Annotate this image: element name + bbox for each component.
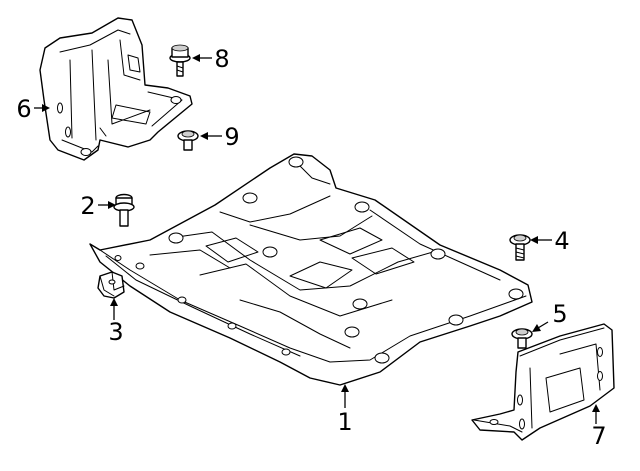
part-8-bolt bbox=[169, 44, 191, 77]
part-4-bolt bbox=[509, 234, 531, 261]
callout-6: 6 bbox=[16, 95, 31, 123]
part-1-underbody-shield bbox=[89, 153, 533, 386]
callout-7: 7 bbox=[591, 422, 606, 450]
part-3-clip-nut bbox=[97, 271, 125, 299]
part-7-bracket bbox=[471, 323, 615, 441]
callout-5: 5 bbox=[552, 300, 567, 328]
callout-3: 3 bbox=[108, 318, 123, 346]
callout-2: 2 bbox=[80, 192, 95, 220]
part-9-bolt bbox=[177, 130, 199, 151]
leader-lines bbox=[34, 54, 600, 424]
part-5-bolt bbox=[511, 328, 533, 349]
callout-4: 4 bbox=[554, 227, 569, 255]
callout-9: 9 bbox=[224, 123, 239, 151]
part-6-bracket bbox=[39, 17, 193, 161]
callout-8: 8 bbox=[214, 45, 229, 73]
callout-labels: 1 2 3 4 5 6 7 8 9 bbox=[16, 45, 606, 450]
callout-1: 1 bbox=[337, 408, 352, 436]
part-2-bolt bbox=[113, 193, 135, 227]
